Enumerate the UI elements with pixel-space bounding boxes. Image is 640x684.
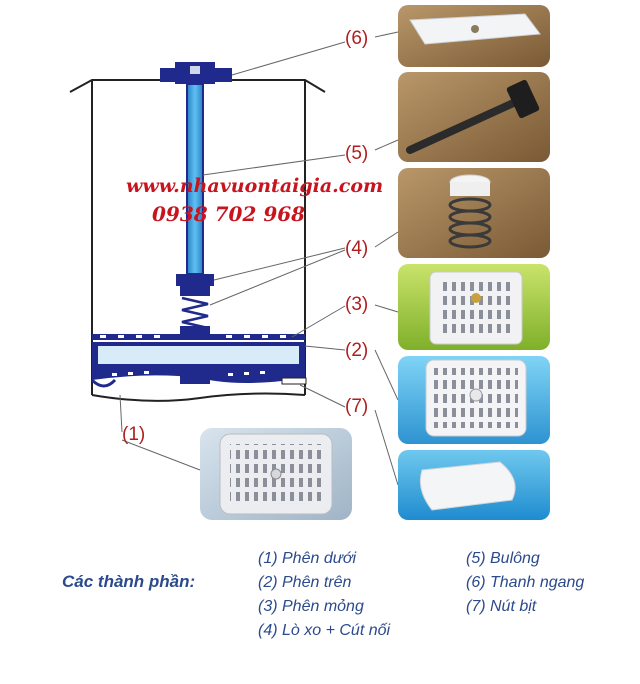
photo-lower-plate: [200, 428, 352, 520]
legend-item: (3) Phên mỏng: [258, 598, 364, 615]
bolt-assembly: [160, 62, 232, 334]
watermark-url: www.nhavuontaigia.com: [126, 175, 384, 197]
photo-bolt: [398, 72, 550, 162]
legend-title: Các thành phần:: [62, 572, 196, 591]
callout-7: (7): [345, 396, 369, 417]
callout-2: (2): [345, 340, 369, 361]
callout-4: (4): [345, 238, 369, 259]
plates-section: [90, 334, 307, 388]
photo-upper-plate: [398, 356, 550, 444]
legend-item: (4) Lò xo + Cút nối: [258, 622, 391, 639]
callout-6: (6): [345, 28, 369, 49]
photo-top-bar: [398, 5, 550, 67]
callout-1: (1): [122, 424, 146, 445]
coupling-part: [176, 274, 214, 286]
legend-item: (1) Phên dưới: [258, 550, 357, 567]
thin-plate-part: [92, 334, 305, 340]
callout-3: (3): [345, 294, 369, 315]
watermark-phone: 0938 702 968: [152, 202, 306, 226]
photo-plug: [398, 450, 550, 520]
legend-item: (6) Thanh ngang: [466, 574, 585, 591]
leader-lines: [119, 31, 399, 486]
callout-5: (5): [345, 143, 369, 164]
plug-part: [281, 377, 307, 385]
legend-item: (7) Nút bịt: [466, 598, 537, 615]
legend-item: (5) Bulông: [466, 550, 540, 567]
spring-part: [181, 296, 209, 330]
legend-item: (2) Phên trên: [258, 574, 352, 591]
photo-spring: [398, 168, 550, 258]
photo-thin-plate: [398, 264, 550, 350]
